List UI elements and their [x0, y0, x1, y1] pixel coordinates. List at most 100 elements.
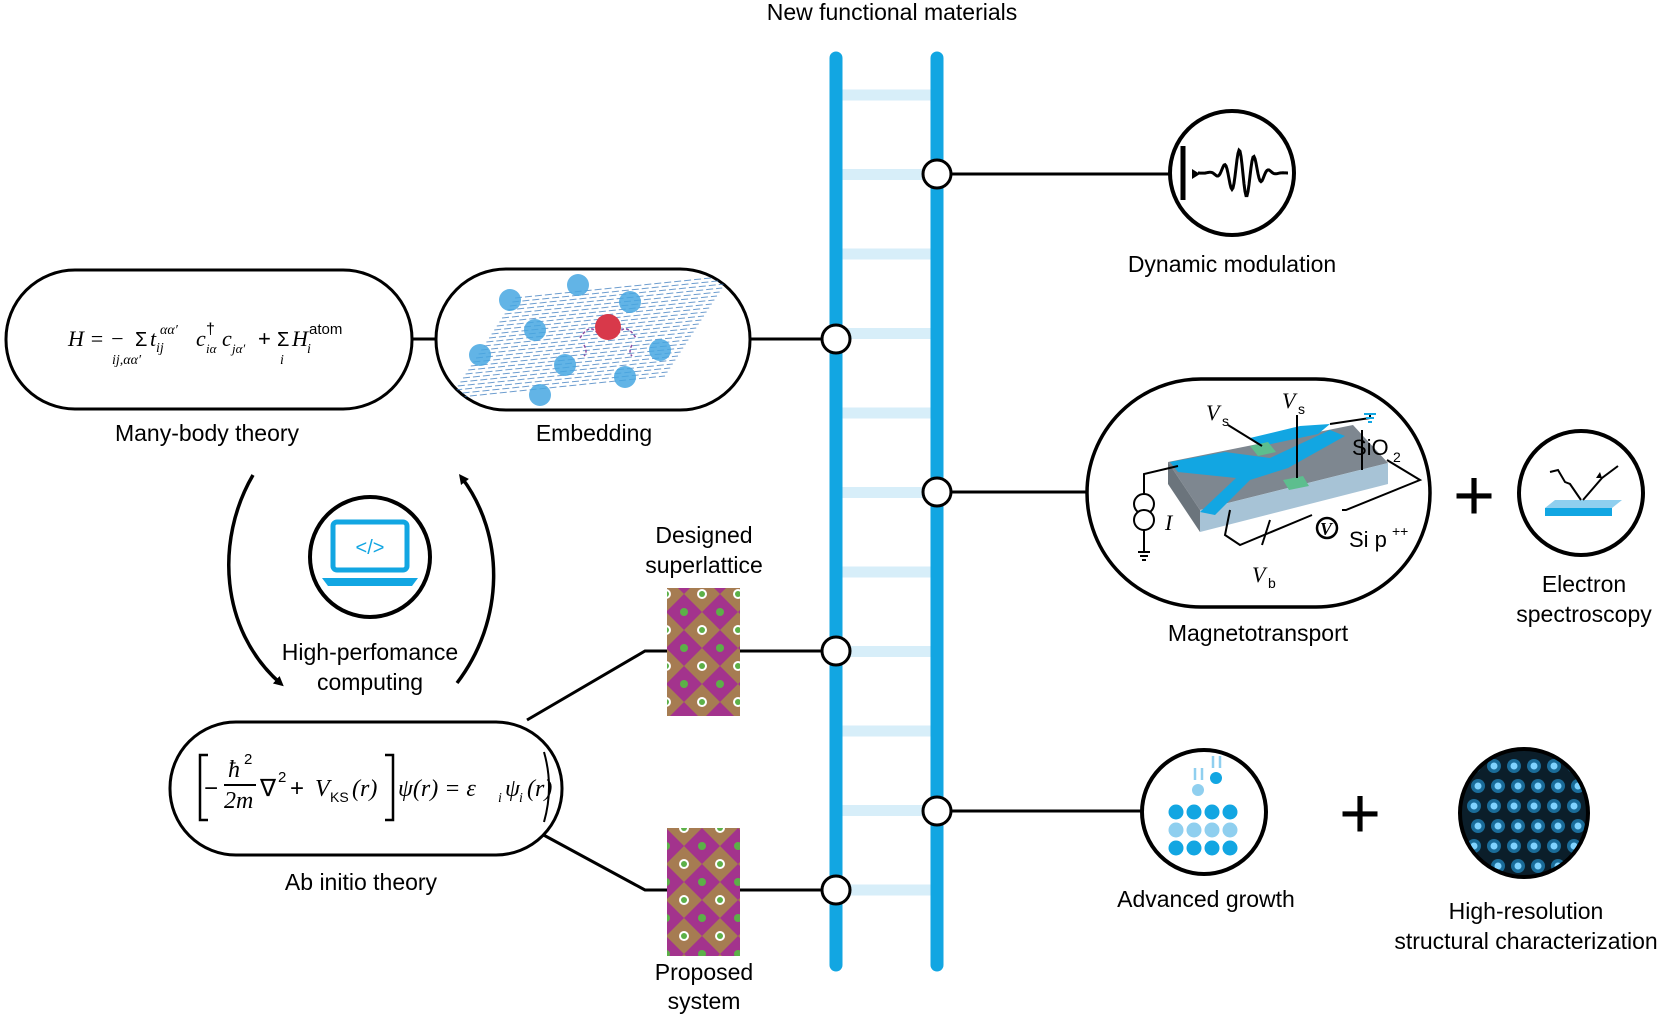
- svg-text:H = −: H = −: [67, 326, 125, 351]
- growth-atom: [1186, 840, 1202, 856]
- imaged-atom: [1530, 762, 1538, 770]
- imaged-atom: [1490, 842, 1498, 850]
- proposed-system-tile: [667, 828, 740, 956]
- label-proposed-line1: Proposed: [655, 959, 753, 985]
- svg-text:(r): (r): [352, 776, 377, 802]
- svg-text:2: 2: [278, 769, 286, 786]
- svg-text:++: ++: [1392, 523, 1408, 539]
- pulse-wave-icon: [1168, 109, 1296, 237]
- svg-text:c: c: [222, 326, 232, 351]
- lattice-atom: [649, 339, 671, 361]
- svg-text:Si p: Si p: [1349, 527, 1387, 552]
- svg-text:V: V: [1206, 400, 1222, 425]
- growth-atom: [1222, 804, 1238, 820]
- imaged-atom: [1490, 802, 1498, 810]
- svg-text:I: I: [1164, 510, 1174, 535]
- lattice-atom: [524, 319, 546, 341]
- svg-text:i: i: [498, 791, 502, 806]
- electron-spectroscopy-icon: [1517, 429, 1645, 557]
- svg-text:c: c: [196, 326, 206, 351]
- plus-sign-2: +: [1339, 774, 1381, 854]
- lattice-atom: [567, 274, 589, 296]
- node-growth: [921, 795, 953, 827]
- label-designed-line2: superlattice: [645, 552, 763, 578]
- lattice-atom: [619, 291, 641, 313]
- svg-text:SiO: SiO: [1352, 435, 1389, 460]
- label-embedding: Embedding: [536, 420, 652, 446]
- svg-text:2: 2: [1393, 449, 1401, 465]
- svg-text:t: t: [150, 326, 157, 351]
- label-many-body: Many-body theory: [115, 420, 300, 446]
- svg-text:(r): (r): [527, 776, 552, 802]
- svg-text:ħ: ħ: [228, 757, 240, 783]
- label-magneto: Magnetotransport: [1168, 620, 1349, 646]
- imaged-atom: [1510, 842, 1518, 850]
- imaged-atom: [1534, 862, 1542, 870]
- imaged-atom: [1534, 822, 1542, 830]
- svg-text:atom: atom: [309, 321, 342, 338]
- label-hpc-line1: High-perfomance: [282, 639, 458, 665]
- imaged-atom: [1494, 862, 1502, 870]
- growth-atom: [1204, 804, 1220, 820]
- imaged-atom: [1554, 782, 1562, 790]
- svg-text:ij,αα′: ij,αα′: [112, 353, 142, 368]
- imaged-atom: [1474, 862, 1482, 870]
- label-proposed-line2: system: [668, 988, 741, 1014]
- svg-text:V: V: [315, 776, 332, 802]
- svg-text:KS: KS: [330, 789, 349, 805]
- imaged-atom: [1574, 822, 1582, 830]
- cycle-arrow-down: [227, 474, 284, 687]
- node-proposed: [820, 874, 852, 906]
- svg-text:Σ: Σ: [135, 329, 147, 351]
- svg-text:i: i: [307, 342, 311, 357]
- magnetotransport-device: V I V s V s SiO 2 Si p ++ V b: [1085, 377, 1432, 609]
- many-body-equation: H = − Σ t ij αα′ c † iα c jα′ ij,αα′ + Σ…: [67, 321, 342, 368]
- svg-text:i: i: [280, 353, 284, 368]
- imaged-atom: [1534, 782, 1542, 790]
- node-designed: [820, 635, 852, 667]
- imaged-atom: [1554, 822, 1562, 830]
- ab-initio-pill: − ħ 2 2m ∇ 2 + V KS (r) ψ(r) = ε i ψ i (…: [168, 720, 564, 857]
- svg-text:jα′: jα′: [230, 341, 245, 356]
- imaged-atom: [1574, 862, 1582, 870]
- lattice-atom: [469, 344, 491, 366]
- svg-text:2: 2: [244, 751, 252, 768]
- embedding-atoms: [469, 274, 671, 406]
- designed-superlattice-tile: [667, 588, 740, 716]
- imaged-atom: [1570, 802, 1578, 810]
- label-growth: Advanced growth: [1117, 886, 1295, 912]
- growth-atom: [1222, 822, 1238, 838]
- svg-text:2m: 2m: [224, 788, 253, 814]
- imaged-atom: [1494, 782, 1502, 790]
- ladder-nodes: [820, 158, 953, 906]
- lattice-atom: [529, 384, 551, 406]
- imaged-atom: [1510, 762, 1518, 770]
- imaged-atom: [1490, 762, 1498, 770]
- many-body-pill: H = − Σ t ij αα′ c † iα c jα′ ij,αα′ + Σ…: [4, 268, 414, 411]
- growth-atom: [1186, 822, 1202, 838]
- imaged-atom: [1550, 762, 1558, 770]
- imaged-atom: [1514, 862, 1522, 870]
- growth-atom: [1204, 840, 1220, 856]
- label-hpc-line2: computing: [317, 669, 423, 695]
- svg-text:ψ: ψ: [505, 776, 521, 802]
- imaged-atom: [1474, 782, 1482, 790]
- imaged-atom: [1514, 782, 1522, 790]
- label-ab-initio: Ab initio theory: [285, 869, 438, 895]
- imaged-atom: [1474, 822, 1482, 830]
- growth-atom: [1222, 840, 1238, 856]
- svg-text:†: †: [206, 321, 215, 338]
- imaged-atom: [1530, 842, 1538, 850]
- svg-text:ψ(r) = ε: ψ(r) = ε: [398, 776, 476, 802]
- svg-text:−: −: [204, 775, 218, 802]
- embedding-pill: [434, 267, 752, 412]
- svg-text:s: s: [1298, 401, 1305, 417]
- imaged-atom: [1470, 802, 1478, 810]
- node-embedding: [820, 323, 852, 355]
- atomic-lattice-image-icon: [1458, 747, 1590, 879]
- svg-text:V: V: [1282, 388, 1298, 413]
- growth-atom: [1186, 804, 1202, 820]
- imaged-atom: [1550, 802, 1558, 810]
- imaged-atom: [1514, 822, 1522, 830]
